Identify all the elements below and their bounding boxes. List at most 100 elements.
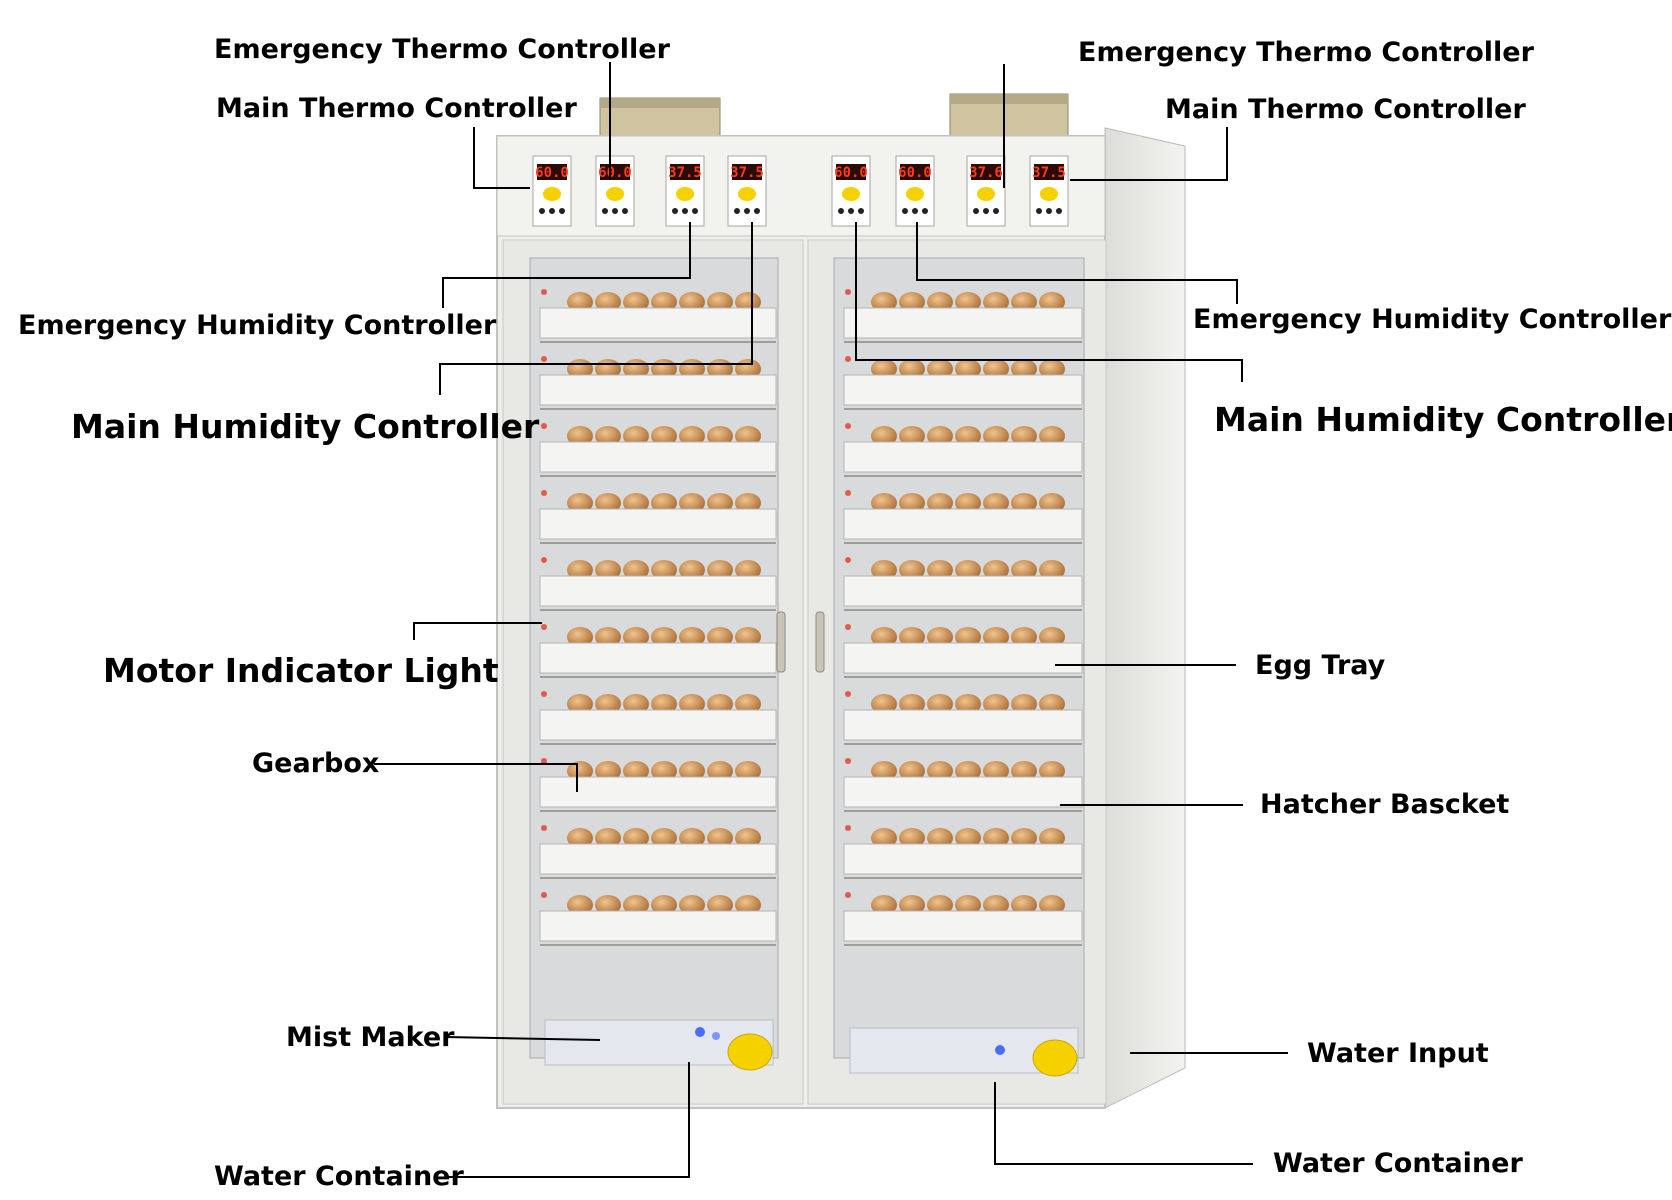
motor-indicator-led (541, 758, 547, 764)
motor-indicator-led (541, 289, 547, 295)
motor-indicator-led (541, 825, 547, 831)
label-left-main-thermo-controller: Main Thermo Controller (216, 93, 577, 124)
water-container-right-unit (849, 1027, 1079, 1077)
controller-readout: 60.0 (898, 165, 932, 181)
controller-unit: 60.0 (532, 155, 572, 227)
controller-readout: 37.5 (668, 165, 702, 181)
egg-tray (539, 575, 777, 607)
motor-indicator-led (845, 691, 851, 697)
label-left-emergency-thermo-controller: Emergency Thermo Controller (214, 34, 670, 65)
controller-readout: 37.5 (730, 165, 764, 181)
egg-row (871, 292, 1065, 312)
egg-row (871, 761, 1065, 781)
motor-indicator-led (845, 356, 851, 362)
motor-indicator-led (541, 423, 547, 429)
leader-left-main-humidity (439, 222, 753, 395)
leader-left-emergency-humidity (442, 222, 691, 308)
controller-readout: 37.6 (969, 165, 1003, 181)
label-right-water-container: Water Container (1273, 1148, 1523, 1179)
egg-tray (539, 709, 777, 741)
egg-row (871, 694, 1065, 714)
egg-row (567, 828, 761, 848)
label-left-main-humidity-controller: Main Humidity Controller (71, 407, 540, 446)
label-motor-indicator-light: Motor Indicator Light (103, 651, 499, 690)
egg-row (871, 426, 1065, 446)
egg-row (567, 895, 761, 915)
emergency-thermo-box-left (599, 97, 721, 141)
egg-tray (539, 374, 777, 406)
egg-tray (843, 843, 1083, 875)
egg-tray (843, 374, 1083, 406)
egg-row (567, 560, 761, 580)
motor-indicator-led (541, 490, 547, 496)
egg-tray (843, 575, 1083, 607)
motor-indicator-led (541, 557, 547, 563)
egg-tray (539, 441, 777, 473)
egg-tray (539, 307, 777, 339)
egg-tray (843, 910, 1083, 942)
motor-indicator-led (541, 356, 547, 362)
egg-row (567, 292, 761, 312)
egg-row (871, 560, 1065, 580)
emergency-thermo-box-right (949, 93, 1069, 137)
egg-tray (843, 642, 1083, 674)
leader-left-water-container (446, 1062, 690, 1178)
egg-tray (539, 910, 777, 942)
egg-tray (843, 776, 1083, 808)
egg-tray (843, 709, 1083, 741)
label-mist-maker: Mist Maker (286, 1022, 455, 1053)
motor-indicator-led (845, 423, 851, 429)
water-container-left-unit (544, 1019, 774, 1071)
label-right-main-humidity-controller: Main Humidity Controller (1214, 400, 1672, 439)
label-water-input: Water Input (1307, 1038, 1489, 1069)
egg-row (871, 627, 1065, 647)
label-right-emergency-thermo-controller: Emergency Thermo Controller (1078, 37, 1534, 68)
egg-row (871, 359, 1065, 379)
motor-indicator-led (541, 624, 547, 630)
egg-tray (539, 843, 777, 875)
egg-tray (843, 307, 1083, 339)
egg-row (567, 493, 761, 513)
label-egg-tray: Egg Tray (1255, 650, 1386, 681)
label-left-emergency-humidity-controller: Emergency Humidity Controller (18, 310, 497, 341)
egg-row (567, 426, 761, 446)
egg-tray (843, 508, 1083, 540)
controller-unit: 37.5 (727, 155, 767, 227)
controller-unit: 37.6 (966, 155, 1006, 227)
egg-row (567, 694, 761, 714)
leader-right-emergency-humidity (916, 222, 1238, 304)
leader-mist-maker (445, 1036, 601, 1041)
leader-right-main-humidity (855, 222, 1243, 382)
label-gearbox: Gearbox (252, 748, 380, 779)
motor-indicator-led (541, 691, 547, 697)
egg-row (871, 895, 1065, 915)
motor-indicator-led (845, 758, 851, 764)
controller-panel-row: 60.0 60.0 37.5 37.5 60.0 60.0 37.6 37.5 (532, 155, 1069, 227)
egg-trays-right (843, 289, 1083, 946)
motor-indicator-led (541, 892, 547, 898)
motor-indicator-led (845, 825, 851, 831)
egg-tray (843, 441, 1083, 473)
motor-indicator-led (845, 557, 851, 563)
leader-right-main-thermo (1070, 127, 1228, 181)
controller-unit: 37.5 (665, 155, 705, 227)
controller-unit: 60.0 (895, 155, 935, 227)
motor-indicator-led (845, 892, 851, 898)
leader-right-water-container (994, 1082, 1253, 1165)
egg-tray (539, 508, 777, 540)
leader-left-main-thermo (473, 127, 530, 189)
egg-tray (539, 776, 777, 808)
motor-indicator-led (845, 289, 851, 295)
controller-readout: 60.0 (834, 165, 868, 181)
leader-gearbox (374, 763, 578, 792)
label-left-water-container: Water Container (214, 1161, 464, 1192)
motor-indicator-led (845, 490, 851, 496)
controller-readout: 60.0 (598, 165, 632, 181)
egg-row (567, 761, 761, 781)
controller-unit: 37.5 (1029, 155, 1069, 227)
label-right-main-thermo-controller: Main Thermo Controller (1165, 94, 1526, 125)
label-hatcher-basket: Hatcher Bascket (1260, 789, 1510, 820)
label-right-emergency-humidity-controller: Emergency Humidity Controller (1193, 304, 1672, 335)
